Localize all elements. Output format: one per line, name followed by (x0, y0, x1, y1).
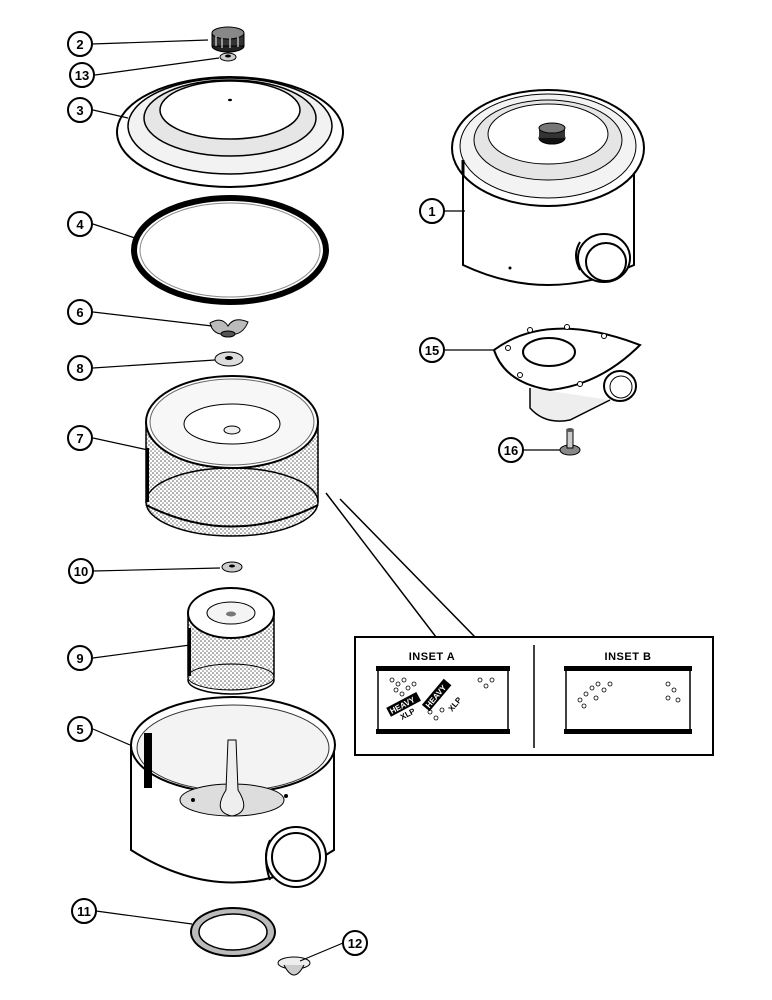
callout-9-label: 9 (76, 651, 83, 666)
part-13-washer (219, 52, 237, 62)
inset-a-filter: HEAVY XLP HEAVY XLP (376, 666, 510, 734)
part-4-gasket (131, 195, 329, 305)
callout-16: 16 (498, 437, 524, 463)
callout-9: 9 (67, 645, 93, 671)
callout-13-label: 13 (75, 68, 89, 83)
callout-8-label: 8 (76, 361, 83, 376)
callout-3: 3 (67, 97, 93, 123)
inset-a-title: INSET A (409, 651, 456, 663)
inset-panel: INSET A INSET B HEAVY XLP HE (354, 636, 714, 756)
callout-6: 6 (67, 299, 93, 325)
part-3-cover (116, 76, 344, 188)
callout-1-label: 1 (428, 204, 435, 219)
part-11-flat-gasket (190, 907, 276, 957)
part-16-fitting (559, 428, 581, 456)
callout-7-label: 7 (76, 431, 83, 446)
callout-12: 12 (342, 930, 368, 956)
part-9-secondary-filter (187, 587, 275, 695)
callout-6-label: 6 (76, 305, 83, 320)
callout-4-label: 4 (76, 217, 84, 232)
part-6-wing-nut (209, 319, 249, 338)
callout-7: 7 (67, 425, 93, 451)
inset-b-filter (564, 666, 692, 734)
callout-2-label: 2 (76, 37, 83, 52)
leader-lines (91, 39, 560, 962)
callout-8: 8 (67, 355, 93, 381)
part-12-dust-valve (277, 956, 311, 976)
callout-11: 11 (71, 898, 97, 924)
callout-11-label: 11 (77, 904, 91, 919)
callout-4: 4 (67, 211, 93, 237)
part-15-adapter (492, 324, 642, 422)
part-7-primary-filter (145, 375, 319, 537)
part-5-lower-body (130, 696, 336, 888)
inset-pointer (325, 492, 476, 638)
callout-10-label: 10 (74, 564, 88, 579)
callout-1: 1 (419, 198, 445, 224)
callout-15: 15 (419, 337, 445, 363)
callout-13: 13 (69, 62, 95, 88)
callout-10: 10 (68, 558, 94, 584)
part-10-washer (221, 561, 243, 573)
inset-b-title: INSET B (605, 651, 652, 663)
part-2-cap-nut (211, 26, 245, 53)
callout-15-label: 15 (425, 343, 439, 358)
callout-2: 2 (67, 31, 93, 57)
callout-5: 5 (67, 716, 93, 742)
callout-3-label: 3 (76, 103, 83, 118)
part-8-washer (214, 351, 244, 367)
part-1-air-cleaner-assembly (451, 89, 645, 286)
callout-12-label: 12 (348, 936, 362, 951)
callout-5-label: 5 (76, 722, 83, 737)
callout-16-label: 16 (504, 443, 518, 458)
